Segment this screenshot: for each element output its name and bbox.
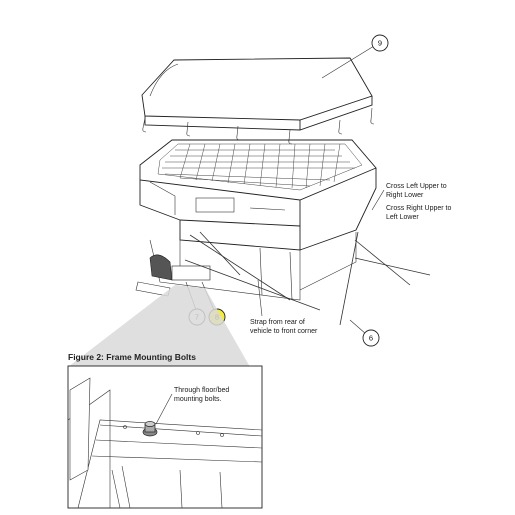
detail-note-1: Through floor/bed [174, 387, 229, 394]
mounting-frame [135, 232, 357, 301]
cross-straps [184, 231, 431, 326]
hopper-grate [157, 143, 363, 191]
label-cross-right-2: Left Lower [386, 214, 419, 221]
hopper-cover [141, 57, 373, 131]
cover-hooks [142, 107, 375, 145]
label-cross-right: Cross Right Upper to [386, 205, 451, 212]
callout-6-text: 6 [369, 334, 373, 343]
hopper-body [139, 139, 377, 251]
detail-drawing [67, 377, 263, 509]
mounting-bolt [142, 421, 158, 437]
callout-9 [371, 34, 389, 52]
callout-9-text: 9 [378, 39, 382, 48]
detail-zoom-wedge [68, 285, 250, 367]
label-cross-left: Cross Left Upper to [386, 183, 447, 190]
label-strap-2: vehicle to front corner [250, 328, 318, 335]
label-strap-1: Strap from rear of [250, 319, 305, 326]
label-cross-left-2: Right Lower [386, 192, 424, 199]
callout-6 [362, 329, 380, 347]
detail-note-2: mounting bolts. [174, 396, 222, 403]
figure-title: Figure 2: Frame Mounting Bolts [68, 352, 196, 362]
detail-frame [67, 365, 263, 509]
